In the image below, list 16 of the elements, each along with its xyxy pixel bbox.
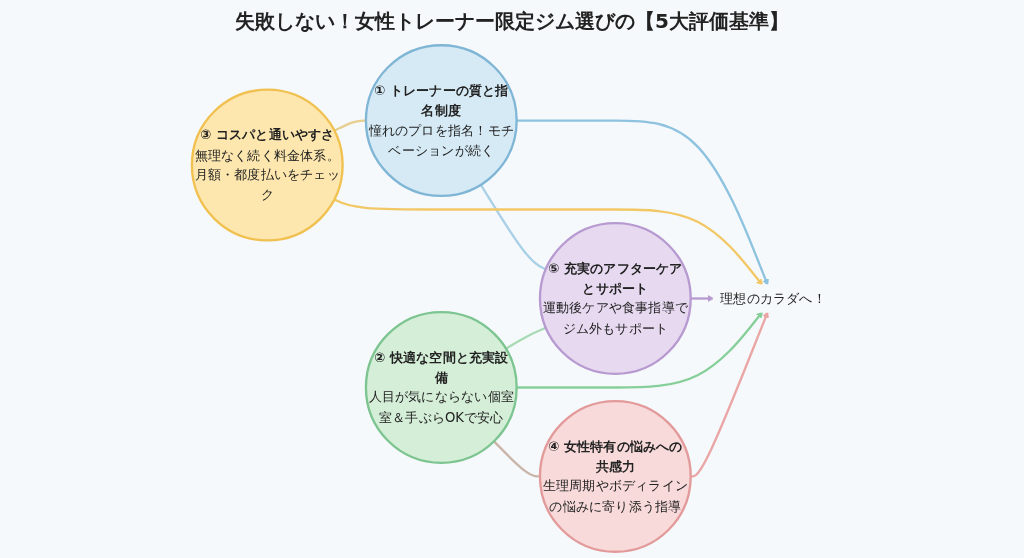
node-text: 理想のカラダへ！ <box>720 290 826 306</box>
arrow <box>690 295 715 302</box>
arrow <box>333 198 763 286</box>
arrow <box>516 311 763 389</box>
connector <box>333 119 366 132</box>
connector <box>505 326 547 350</box>
arrow <box>690 311 769 478</box>
diagram-title: 失敗しない！女性トレーナー限定ジム選びの【5大評価基準】 <box>235 8 789 35</box>
node-circle: ② 快適な空間と充実設備 人目が気にならない個室室＆手ぶらOKで安心 <box>364 310 518 464</box>
node-circle: ① トレーナーの質と指名制度 憧れのプロを指名！モチベーションが続く <box>364 44 518 198</box>
node-circle: ③ コスパと通いやすさ 無理なく続く料金体系。月額・都度払いをチェック <box>190 88 344 242</box>
connector <box>493 440 540 478</box>
node-circle: ⑤ 充実のアフターケアとサポート 運動後ケアや食事指導でジム外もサポート <box>538 221 692 376</box>
connector <box>479 184 547 271</box>
node-circle: ④ 女性特有の悩みへの共感力 生理周期やボディラインの悩みに寄り添う指導 <box>538 399 692 553</box>
arrow <box>516 119 769 286</box>
